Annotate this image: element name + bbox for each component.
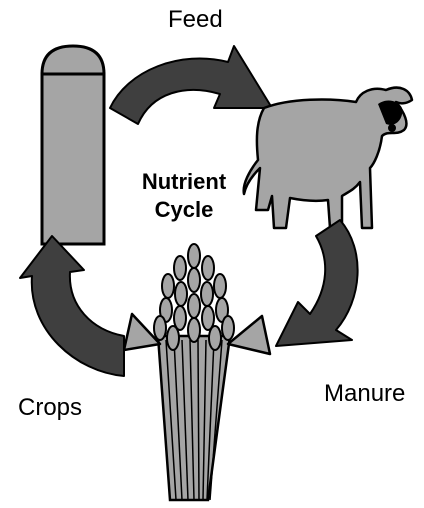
crops-label: Crops xyxy=(18,394,82,422)
center-title-line-2: Cycle xyxy=(120,196,248,224)
feed-label: Feed xyxy=(168,6,223,34)
silo-icon xyxy=(42,46,104,244)
diagram-center-title: Nutrient Cycle xyxy=(120,168,248,224)
crops-arrow xyxy=(20,236,124,376)
cow-icon xyxy=(244,88,412,228)
center-title-line-1: Nutrient xyxy=(120,168,248,196)
manure-label: Manure xyxy=(324,380,405,408)
corn-icon xyxy=(124,244,270,500)
feed-arrow xyxy=(110,46,272,124)
manure-arrow xyxy=(276,220,358,346)
